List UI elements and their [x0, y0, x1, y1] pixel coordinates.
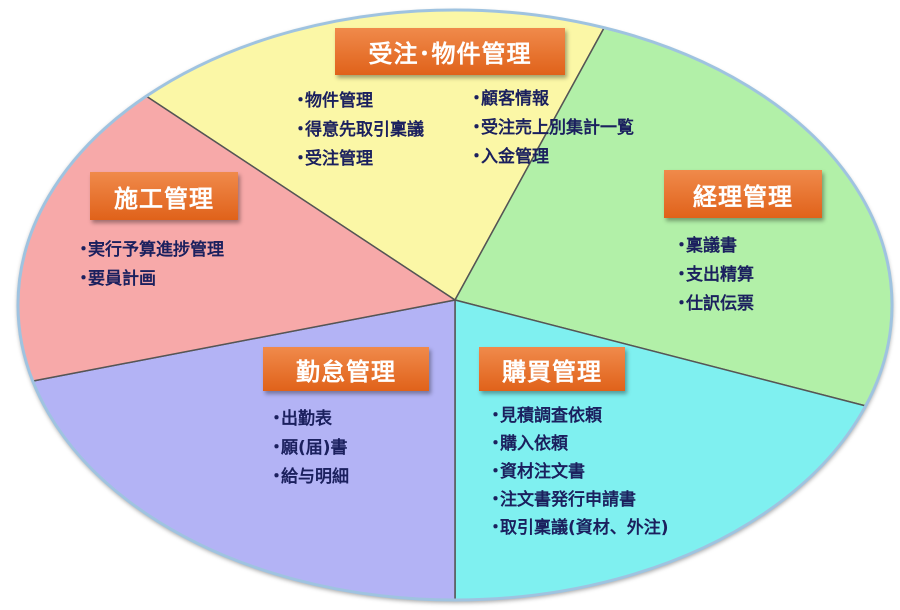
- list-item: 受注管理: [292, 145, 424, 174]
- list-item: 購入依頼: [487, 430, 669, 458]
- juchu-list-left: 物件管理 得意先取引稟議 受注管理: [292, 87, 424, 174]
- section-title-kintai: 勤怠管理: [263, 347, 429, 391]
- kintai-list: 出勤表 願(届)書 給与明細: [268, 405, 349, 492]
- list-item: 給与明細: [268, 463, 349, 492]
- list-item: 受注売上別集計一覧: [468, 114, 634, 143]
- seko-list: 実行予算進捗管理 要員計画: [75, 236, 224, 294]
- section-title-seko: 施工管理: [90, 172, 238, 220]
- kobai-list: 見積調査依頼 購入依頼 資材注文書 注文書発行申請書 取引稟議(資材、外注): [487, 402, 669, 542]
- list-item: 入金管理: [468, 143, 634, 172]
- list-item: 得意先取引稟議: [292, 116, 424, 145]
- list-item: 仕訳伝票: [673, 290, 754, 319]
- list-item: 見積調査依頼: [487, 402, 669, 430]
- list-item: 取引稟議(資材、外注): [487, 514, 669, 542]
- list-item: 出勤表: [268, 405, 349, 434]
- list-item: 物件管理: [292, 87, 424, 116]
- juchu-list-right: 顧客情報 受注売上別集計一覧 入金管理: [468, 85, 634, 172]
- list-item: 顧客情報: [468, 85, 634, 114]
- list-item: 願(届)書: [268, 434, 349, 463]
- keiri-list: 稟議書 支出精算 仕訳伝票: [673, 232, 754, 319]
- section-title-kobai: 購買管理: [479, 347, 625, 391]
- list-item: 注文書発行申請書: [487, 486, 669, 514]
- section-title-juchu: 受注･物件管理: [335, 28, 565, 75]
- pie-rim: [16, 8, 894, 602]
- section-title-keiri: 経理管理: [664, 170, 822, 218]
- list-item: 実行予算進捗管理: [75, 236, 224, 265]
- list-item: 要員計画: [75, 265, 224, 294]
- list-item: 支出精算: [673, 261, 754, 290]
- list-item: 資材注文書: [487, 458, 669, 486]
- list-item: 稟議書: [673, 232, 754, 261]
